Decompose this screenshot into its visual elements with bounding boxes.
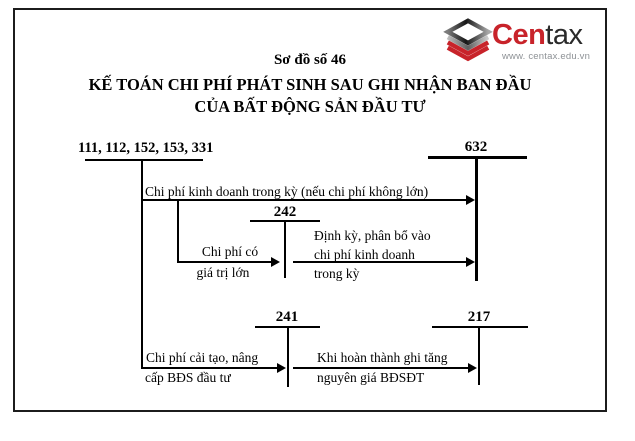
account-source-stem <box>141 161 143 369</box>
flow3-arrowhead-icon <box>466 257 475 267</box>
account-241-topline <box>255 326 320 328</box>
scheme-number: Sơ đồ số 46 <box>273 52 347 68</box>
account-217-code: 217 <box>467 309 491 325</box>
flow1-arrow-line <box>141 199 466 201</box>
flow3-label-line1: Định kỳ, phân bổ vào <box>314 228 431 243</box>
account-217-topline <box>432 326 528 328</box>
flow4-label-line1: Chi phí cải tạo, nâng <box>146 350 259 365</box>
centax-logo-icon <box>443 18 493 62</box>
account-source-code: 111, 112, 152, 153, 331 <box>78 140 214 156</box>
centax-website: www. centax.edu.vn <box>502 51 591 62</box>
flow5-label-line2: nguyên giá BĐSĐT <box>317 370 425 385</box>
account-632-stem <box>475 159 478 281</box>
flow2-label-line2: giá trị lớn <box>196 265 250 280</box>
centax-logo: Centax www. centax.edu.vn <box>443 15 635 67</box>
flow2-arrow-line <box>177 261 272 263</box>
flow1-arrowhead-icon <box>466 195 475 205</box>
diagram-title-line2: CỦA BẤT ĐỘNG SẢN ĐẦU TƯ <box>194 97 426 116</box>
account-217-stem <box>478 328 480 385</box>
account-242-stem <box>284 222 286 278</box>
account-241-code: 241 <box>275 309 299 325</box>
account-242-topline <box>250 220 320 222</box>
centax-brand-red: Cen <box>492 19 546 51</box>
flow5-arrow-line <box>293 367 468 369</box>
flow5-label-line1: Khi hoàn thành ghi tăng <box>317 350 448 365</box>
account-241-stem <box>287 328 289 387</box>
flow1-label: Chi phí kinh doanh trong kỳ (nếu chi phí… <box>145 184 429 199</box>
diagram-frame <box>13 8 607 412</box>
flow2-label-line1: Chi phí có <box>201 244 259 259</box>
flow2-branch-line <box>177 200 179 262</box>
account-632-code: 632 <box>464 139 488 155</box>
account-source-topline <box>85 159 203 161</box>
account-242-code: 242 <box>273 204 297 220</box>
flow2-arrowhead-icon <box>271 257 280 267</box>
diagram-title-line1: KẾ TOÁN CHI PHÍ PHÁT SINH SAU GHI NHẬN B… <box>88 75 532 94</box>
flow4-arrowhead-icon <box>277 363 286 373</box>
flow3-arrow-line <box>293 261 466 263</box>
centax-brand: Centax <box>492 19 583 51</box>
flow3-label-line3: trong kỳ <box>314 266 360 281</box>
centax-brand-dark: tax <box>545 19 583 51</box>
flow4-label-line2: cấp BĐS đầu tư <box>145 370 231 385</box>
flow4-arrow-line <box>141 367 277 369</box>
flow3-label-line2: chi phí kinh doanh <box>314 247 415 262</box>
account-632-topline <box>428 156 527 159</box>
flow5-arrowhead-icon <box>468 363 477 373</box>
